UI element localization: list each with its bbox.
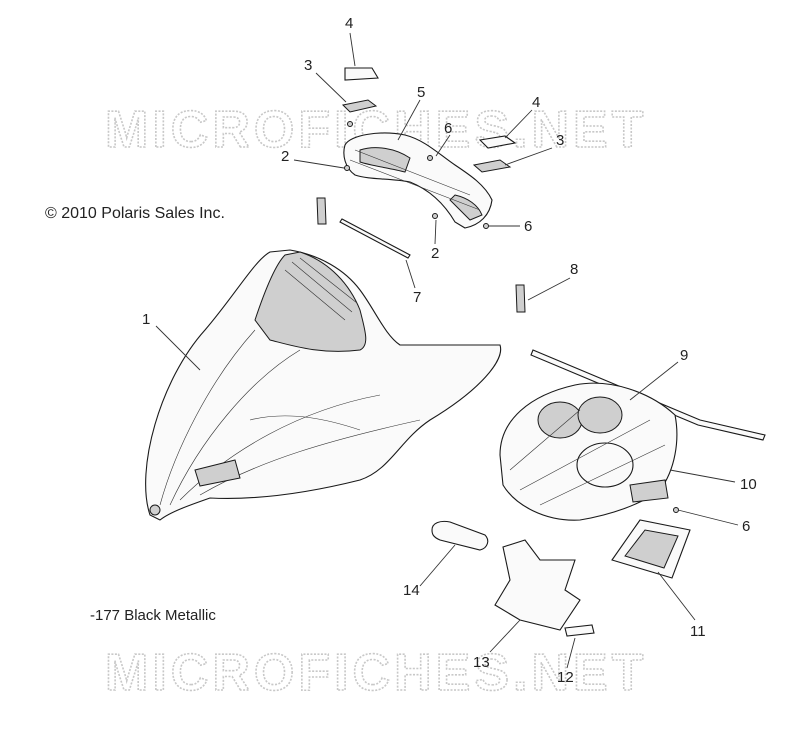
console-frame-part — [343, 132, 493, 229]
clip-left — [316, 197, 327, 225]
mirror-cap-right — [478, 135, 517, 149]
callout-labels: 4 3 5 4 6 3 2 6 2 8 7 1 9 10 6 14 11 13 … — [142, 15, 757, 686]
clip-right — [515, 284, 526, 313]
callout-4-right: 4 — [532, 94, 540, 111]
callout-3-right: 3 — [556, 132, 564, 149]
fastener-parts — [344, 121, 679, 513]
dash-panel-part — [499, 382, 678, 521]
callout-4-top: 4 — [345, 15, 353, 32]
trim-strip-left — [339, 218, 411, 259]
callout-6-mid: 6 — [524, 218, 532, 235]
mirror-bracket-left — [341, 99, 378, 113]
callout-10: 10 — [740, 476, 757, 493]
callout-6-top: 6 — [444, 120, 452, 137]
hood-part — [145, 249, 502, 521]
callout-13: 13 — [473, 654, 490, 671]
insulation-pad-part — [494, 539, 581, 631]
color-note: -177 Black Metallic — [90, 607, 216, 624]
callout-2-left: 2 — [281, 148, 289, 165]
callout-8: 8 — [570, 261, 578, 278]
mirror-cap-left — [344, 67, 379, 81]
watermark-bottom: MICROFICHES.NET — [105, 644, 647, 702]
leader-lines — [155, 32, 739, 669]
mirror-bracket-right — [472, 159, 512, 173]
callout-2-bottom: 2 — [431, 245, 439, 262]
callout-9: 9 — [680, 347, 688, 364]
label-small-part — [564, 624, 595, 637]
callout-6-bottom: 6 — [742, 518, 750, 535]
callout-14: 14 — [403, 582, 420, 599]
bezel-part — [611, 519, 691, 579]
callout-5: 5 — [417, 84, 425, 101]
callout-1: 1 — [142, 311, 150, 328]
copyright-text: © 2010 Polaris Sales Inc. — [45, 205, 225, 222]
trim-strip-right — [530, 349, 766, 441]
callout-3-left: 3 — [304, 57, 312, 74]
pad-strip-part — [431, 520, 489, 551]
callout-12: 12 — [557, 669, 574, 686]
callout-11: 11 — [690, 623, 706, 640]
callout-7: 7 — [413, 289, 421, 306]
